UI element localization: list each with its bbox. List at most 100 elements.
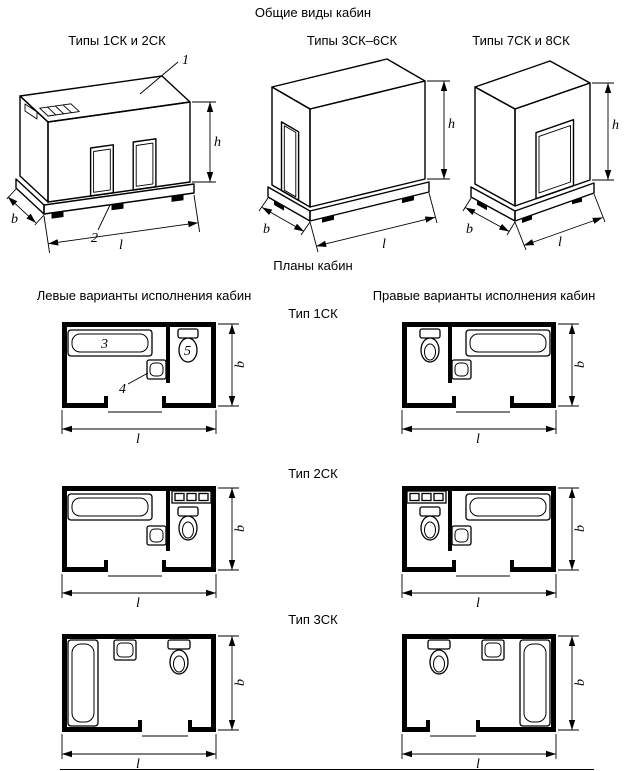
- walls: [62, 322, 216, 413]
- toilet: [167, 639, 191, 675]
- dim-label-h: h: [214, 135, 221, 150]
- dim-label-l: l: [476, 432, 480, 447]
- dimension-b: b: [218, 323, 248, 407]
- callout-4: 4: [119, 372, 149, 397]
- dimension-h: h: [192, 101, 221, 183]
- roof-vent-grille: [24, 103, 80, 120]
- toilet: [177, 506, 199, 541]
- walls: [402, 634, 556, 737]
- dim-label-b: b: [466, 222, 473, 237]
- dimension-l: l: [401, 410, 557, 447]
- plan-1sk-left: 3 4 5 b l: [61, 322, 248, 447]
- dimension-b: b: [558, 635, 588, 731]
- plan-2sk-left: b l: [61, 486, 248, 611]
- dim-label-l: l: [558, 235, 562, 250]
- dimension-b: b: [218, 487, 248, 571]
- dimension-l: l: [401, 574, 557, 611]
- partition-wall: [448, 491, 452, 551]
- dim-label-l: l: [119, 238, 123, 253]
- view-label-types-3sk-6sk: Типы 3СК–6СК: [306, 33, 398, 48]
- dim-label-b: b: [233, 525, 248, 532]
- callout-label-1: 1: [182, 53, 189, 68]
- callout-label-2: 2: [91, 231, 98, 246]
- walls: [402, 322, 556, 413]
- toilet: [427, 639, 451, 675]
- title-plans: Планы кабин: [273, 258, 353, 273]
- vent-unit: [406, 490, 447, 504]
- plan-3sk-right: b l: [401, 634, 588, 771]
- dim-label-b: b: [263, 222, 270, 237]
- dimension-b: b: [558, 487, 588, 571]
- toilet: [419, 506, 441, 541]
- dim-label-h: h: [612, 118, 619, 133]
- dim-label-l: l: [136, 757, 140, 771]
- dimension-l: l: [309, 192, 438, 253]
- type-label-1sk: Тип 1СК: [288, 306, 338, 321]
- partition-wall: [448, 327, 452, 383]
- washbasin: [481, 639, 505, 661]
- washbasin: [451, 525, 472, 546]
- callout-label-5: 5: [184, 344, 191, 359]
- callout-label-3: 3: [100, 337, 108, 352]
- dim-label-b: b: [233, 361, 248, 368]
- dim-label-b: b: [233, 679, 248, 686]
- plan-3sk-left: b l: [61, 634, 248, 771]
- type-label-3sk: Тип 3СК: [288, 612, 338, 627]
- dim-label-b: b: [573, 679, 588, 686]
- plan-2sk-right: b l: [401, 486, 588, 611]
- dimension-h: h: [427, 80, 455, 180]
- type-label-2sk: Тип 2СК: [288, 466, 338, 481]
- cabin-body: [271, 58, 426, 208]
- walls: [402, 486, 556, 577]
- cabin-body: [474, 60, 591, 207]
- toilet: [419, 328, 441, 363]
- title-general-views: Общие виды кабин: [254, 5, 372, 20]
- dim-label-l: l: [476, 757, 480, 771]
- dimension-b: b: [558, 323, 588, 407]
- dimension-l: l: [61, 574, 217, 611]
- washbasin: [146, 359, 167, 380]
- bathtub: [465, 493, 551, 521]
- dimension-b: b: [258, 197, 311, 237]
- dimension-h: h: [592, 82, 619, 181]
- door-opening: [535, 119, 575, 200]
- view-label-types-7sk-8sk: Типы 7СК и 8СК: [472, 33, 570, 48]
- bathtub: [67, 329, 153, 357]
- bathtub: [67, 639, 99, 727]
- page-frame-bottom-line: [60, 769, 594, 770]
- dim-label-b: b: [573, 361, 588, 368]
- base-pallet: [267, 181, 430, 223]
- bathtub: [67, 493, 153, 521]
- general-view-types-1sk-2sk: h b l 1 2: [6, 53, 221, 254]
- cabin-body: [19, 75, 191, 203]
- dimension-b: b: [218, 635, 248, 731]
- walls: [62, 634, 216, 737]
- washbasin: [146, 525, 167, 546]
- dim-label-b: b: [11, 212, 18, 227]
- toilet: [177, 328, 199, 363]
- callout-1: 1: [139, 53, 189, 95]
- door-openings: [89, 138, 157, 197]
- door-opening: [280, 121, 300, 202]
- dim-label-l: l: [382, 237, 386, 252]
- label-left-variants: Левые варианты исполнения кабин: [36, 288, 252, 303]
- dim-label-l: l: [476, 596, 480, 611]
- dim-label-l: l: [136, 432, 140, 447]
- base-pallet: [15, 178, 195, 219]
- general-view-types-3sk-6sk: h b l: [258, 58, 455, 253]
- dim-label-h: h: [448, 117, 455, 132]
- walls: [62, 486, 216, 577]
- washbasin: [451, 359, 472, 380]
- general-view-types-7sk-8sk: h b l: [462, 60, 619, 251]
- dimension-l: l: [61, 410, 217, 447]
- partition-wall: [166, 327, 170, 383]
- view-label-types-1sk-2sk: Типы 1СК и 2СК: [68, 33, 166, 48]
- dimension-l: l: [401, 734, 557, 771]
- bathtub: [519, 639, 551, 727]
- dimension-l: l: [43, 194, 201, 254]
- dimension-b: b: [6, 188, 45, 227]
- base-pallet: [470, 182, 595, 223]
- callout-label-4: 4: [119, 382, 126, 397]
- bathtub: [465, 329, 551, 357]
